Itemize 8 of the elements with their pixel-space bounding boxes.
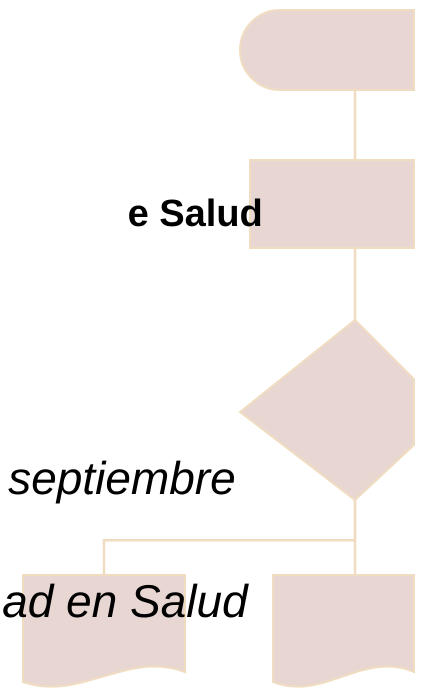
connector-line [354,500,356,575]
terminator-shape [239,9,415,91]
connector-line [354,248,356,320]
label-text: e Salud [129,198,260,226]
document-shape [272,574,415,688]
connector-line [354,90,356,160]
label-text: ad en Salud [3,584,249,618]
label-text: septiembre [8,460,234,504]
